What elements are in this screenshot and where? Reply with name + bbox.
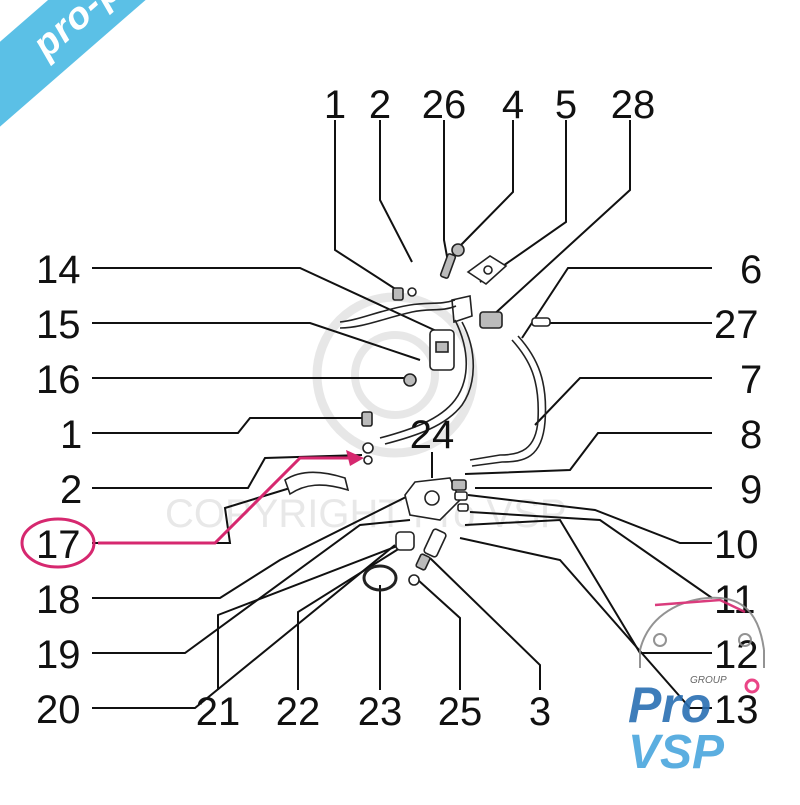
bolt-part [392,287,404,301]
label-top-28: 28 [611,83,656,127]
nut-part [451,243,465,257]
brand-logo: GROUP Pro VSP [628,596,765,779]
hose-part [284,471,350,496]
label-left-15: 15 [36,303,81,347]
label-right-6: 6 [740,248,762,292]
logo-brand-line1: Pro [628,677,711,733]
label-top-5: 5 [555,83,577,127]
label-top-4: 4 [502,83,524,127]
washer-part [407,287,417,297]
logo-group-text: GROUP [690,675,727,686]
label-left-16: 16 [36,358,81,402]
label-left-19: 19 [36,633,81,677]
label-right-10: 10 [714,523,759,567]
label-right-13: 13 [714,688,759,732]
sensor-part [451,295,473,324]
pin-part [439,253,457,279]
label-bottom-25: 25 [438,690,483,734]
fitting-part [479,311,503,329]
highlight-callout [20,450,364,569]
part-number-labels: 1 2 26 4 5 28 14 15 16 1 2 17 18 19 20 6… [36,83,762,734]
label-right-8: 8 [740,413,762,457]
label-left-18: 18 [36,578,81,622]
logo-brand-line2: VSP [628,726,725,779]
label-bottom-21: 21 [196,690,241,734]
label-left-17: 17 [36,523,81,567]
gear-icon [744,678,760,694]
highlight-ring [20,517,96,569]
label-bottom-22: 22 [276,690,321,734]
label-left-20: 20 [36,688,81,732]
label-left-14: 14 [36,248,81,292]
label-top-2: 2 [369,83,391,127]
label-bottom-23: 23 [358,690,403,734]
label-right-27: 27 [714,303,759,347]
label-left-2: 2 [60,468,82,512]
car-icon [639,596,765,651]
label-bottom-3: 3 [529,690,551,734]
label-center-24: 24 [410,413,455,457]
label-right-7: 7 [740,358,762,402]
label-right-9: 9 [740,468,762,512]
screw-part [531,317,551,327]
label-left-1: 1 [60,413,82,457]
label-top-26: 26 [422,83,467,127]
label-top-1: 1 [324,83,346,127]
parts [284,243,551,592]
